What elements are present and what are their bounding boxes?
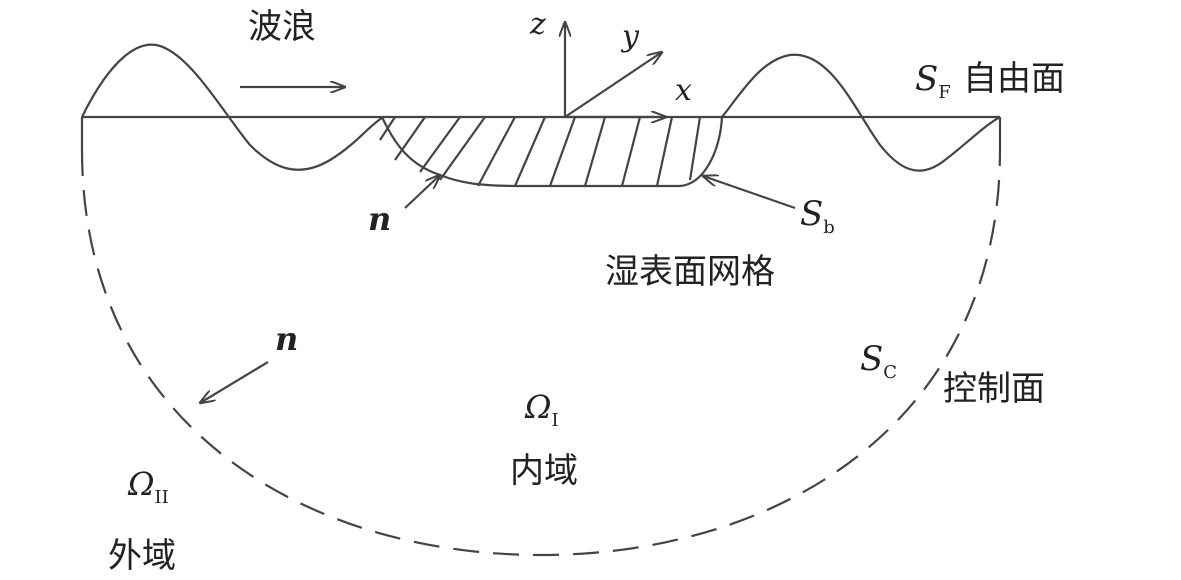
- normal-arrow-hull: [404, 175, 440, 209]
- incident-wave-right: [721, 53, 1001, 172]
- wet-surface-mesh-label: 湿表面网格: [605, 252, 775, 292]
- x-axis-label: x: [675, 73, 692, 108]
- hull-hatching: [379, 116, 702, 187]
- control-surface-name: 控制面: [943, 369, 1045, 409]
- body-surface-pointer: [703, 176, 796, 210]
- inner-domain-symbol: ΩI: [524, 388, 559, 431]
- outer-domain-name: 外域: [108, 536, 176, 576]
- control-surface-dashed: [80, 149, 1002, 557]
- inner-domain-name: 内域: [510, 451, 578, 491]
- free-surface-name: 自由面: [963, 59, 1065, 99]
- control-surface-label: SC: [860, 339, 897, 383]
- incident-wave-left: [81, 43, 383, 171]
- normal-label-control: n: [275, 320, 298, 358]
- y-axis: [564, 52, 662, 118]
- free-surface-label: SF: [915, 59, 951, 103]
- outer-domain-symbol: ΩII: [127, 465, 169, 508]
- wave-label: 波浪: [248, 7, 316, 47]
- body-surface-label: Sb: [800, 194, 835, 238]
- y-axis-label: y: [620, 19, 640, 54]
- normal-label-hull: n: [368, 200, 391, 238]
- z-axis-label: z: [529, 7, 546, 42]
- normal-arrow-control: [200, 361, 269, 403]
- hull-wetted-surface: [381, 116, 724, 188]
